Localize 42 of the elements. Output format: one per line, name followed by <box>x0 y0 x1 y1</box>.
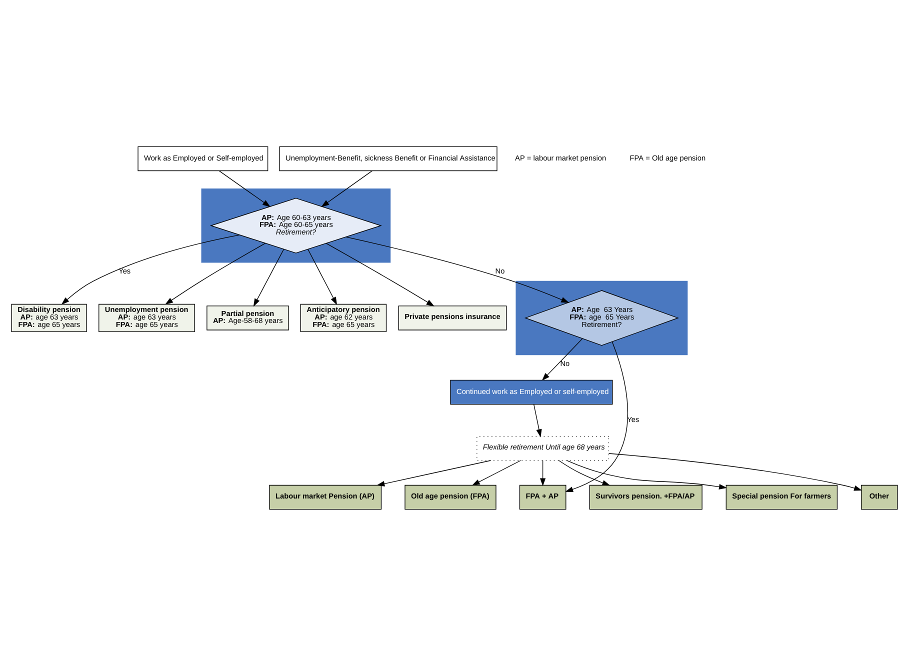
node-diamond: AP: Age 63 Years FPA: age 65 Years Retirement? <box>524 290 679 346</box>
node-box: Other <box>860 484 898 510</box>
arrow <box>165 242 266 304</box>
edge-label: Yes <box>118 266 131 276</box>
cluster <box>201 188 391 262</box>
arrow <box>472 460 522 486</box>
edge-label: No <box>495 266 505 276</box>
arrow <box>558 460 610 486</box>
node-box: Special pension For farmers <box>726 484 838 510</box>
arrow <box>218 170 271 207</box>
arrow <box>540 460 546 486</box>
node-box: Survivors pension. +FPA/AP <box>589 484 702 510</box>
edge-label: No <box>560 358 570 368</box>
arrow <box>253 248 284 306</box>
node-box: Continued work as Employed or self-employed <box>450 379 613 404</box>
edge-label: Yes <box>627 414 640 424</box>
node-box: Unemployment-Benefit, sickness Benefit or Financial Assistance <box>279 146 498 171</box>
arrow <box>608 452 862 490</box>
arrow <box>565 340 628 492</box>
node-box: Unemployment pension AP: age 63 years FPA: age 65 years <box>98 303 195 332</box>
node-diamond: AP: Age 60-63 years FPA: Age 60-65 years Retirement? <box>210 197 382 253</box>
arrow <box>61 234 240 304</box>
arrow <box>346 236 570 302</box>
arrow <box>376 460 492 486</box>
arrow <box>321 170 372 207</box>
arrow <box>566 460 728 490</box>
node-box: Disability pension AP: age 63 years FPA: age 65 years <box>11 303 87 332</box>
node-box: Anticipatory pension AP: age 62 years FPA: age 65 years <box>300 303 387 332</box>
node-box: FPA + AP <box>519 484 566 510</box>
arrow <box>542 338 583 380</box>
cluster <box>516 280 688 355</box>
node-box: Work as Employed or Self-employed <box>138 146 268 171</box>
node-box: Old age pension (FPA) <box>404 484 496 510</box>
label: FPA = Old age pension <box>630 153 706 162</box>
node-box: Labour market Pension (AP) <box>269 484 382 510</box>
arrow <box>326 242 434 306</box>
label: AP = labour market pension <box>515 153 606 162</box>
node-box: Partial pension AP: Age-58-68 years <box>206 305 289 330</box>
node-box: Private pensions insurance <box>398 305 507 330</box>
arrow <box>308 248 338 305</box>
arrow <box>534 404 542 437</box>
node-box: Flexible retirement Until age 68 years <box>476 436 610 460</box>
